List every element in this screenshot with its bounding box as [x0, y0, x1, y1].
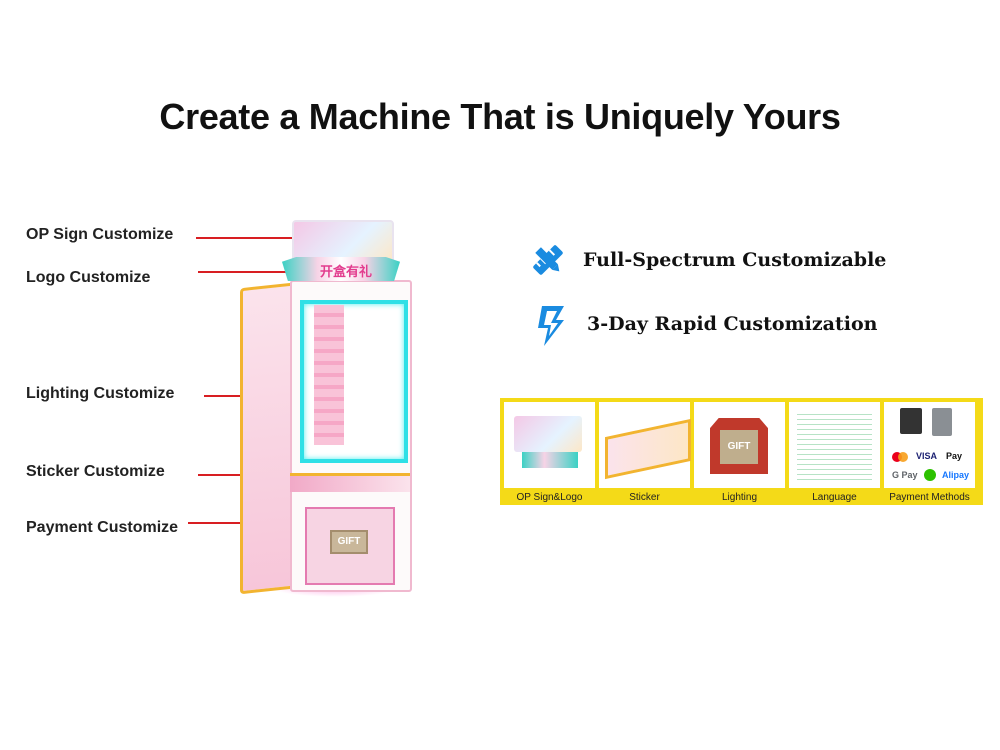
- machine-light-strip: [314, 305, 344, 445]
- op-sign-leader: [196, 237, 294, 239]
- wechat-pay-icon: [924, 469, 936, 481]
- lighting-gift-thumbnail: GIFT: [720, 430, 758, 464]
- arcade-machine-image: 开盒有礼 GIFT: [230, 215, 420, 605]
- card-lighting: GIFT: [694, 402, 785, 488]
- caption-lighting: Lighting: [721, 492, 758, 503]
- feature-label-customizable: Full-Spectrum Customizable: [583, 249, 887, 271]
- card-op-sign-logo: [504, 402, 595, 488]
- sticker-thumbnail: [605, 418, 691, 480]
- mastercard-icon: [892, 452, 902, 462]
- card-payment: VISA Pay G Pay Alipay: [884, 402, 975, 488]
- apple-pay-logo: Pay: [946, 451, 963, 461]
- op-sign-label: OP Sign Customize: [26, 226, 174, 243]
- visa-logo: VISA: [916, 451, 938, 461]
- card-sticker: [599, 402, 691, 488]
- feature-label-rapid: 3-Day Rapid Customization: [587, 313, 878, 335]
- sticker-leader: [198, 474, 268, 476]
- logo-thumbnail: [522, 452, 578, 468]
- caption-language: Language: [812, 492, 857, 503]
- card-language: [789, 402, 880, 488]
- payment-label: Payment Customize: [26, 519, 179, 536]
- machine-logo-text: 开盒有礼: [320, 264, 373, 279]
- machine-logo-plate: [282, 257, 400, 281]
- customization-strip: OP Sign&Logo Sticker GIFT Lighting Langu…: [500, 398, 983, 505]
- ruler-pencil-icon: [528, 240, 568, 280]
- alipay-logo: Alipay: [942, 470, 970, 480]
- caption-sticker: Sticker: [629, 492, 660, 503]
- machine-gift-box: GIFT: [330, 530, 368, 554]
- caption-op-sign-logo: OP Sign&Logo: [516, 492, 583, 503]
- coin-slot-icon: [932, 408, 952, 436]
- page-title: Create a Machine That is Uniquely Yours: [159, 96, 841, 137]
- logo-label: Logo Customize: [26, 269, 151, 286]
- sticker-label: Sticker Customize: [26, 463, 165, 480]
- language-menu-thumbnail: [797, 410, 872, 480]
- caption-payment-methods: Payment Methods: [889, 492, 970, 503]
- machine-ledge: [290, 473, 410, 492]
- coin-acceptor-icon: [900, 408, 922, 434]
- op-sign-thumbnail: [514, 416, 582, 452]
- google-pay-logo: G Pay: [892, 470, 918, 480]
- machine-op-sign: [292, 220, 394, 264]
- lighting-label: Lighting Customize: [26, 385, 175, 402]
- mastercard-icon-2: [898, 452, 908, 462]
- lightning-bolt-icon: [530, 304, 570, 346]
- logo-leader: [198, 271, 288, 273]
